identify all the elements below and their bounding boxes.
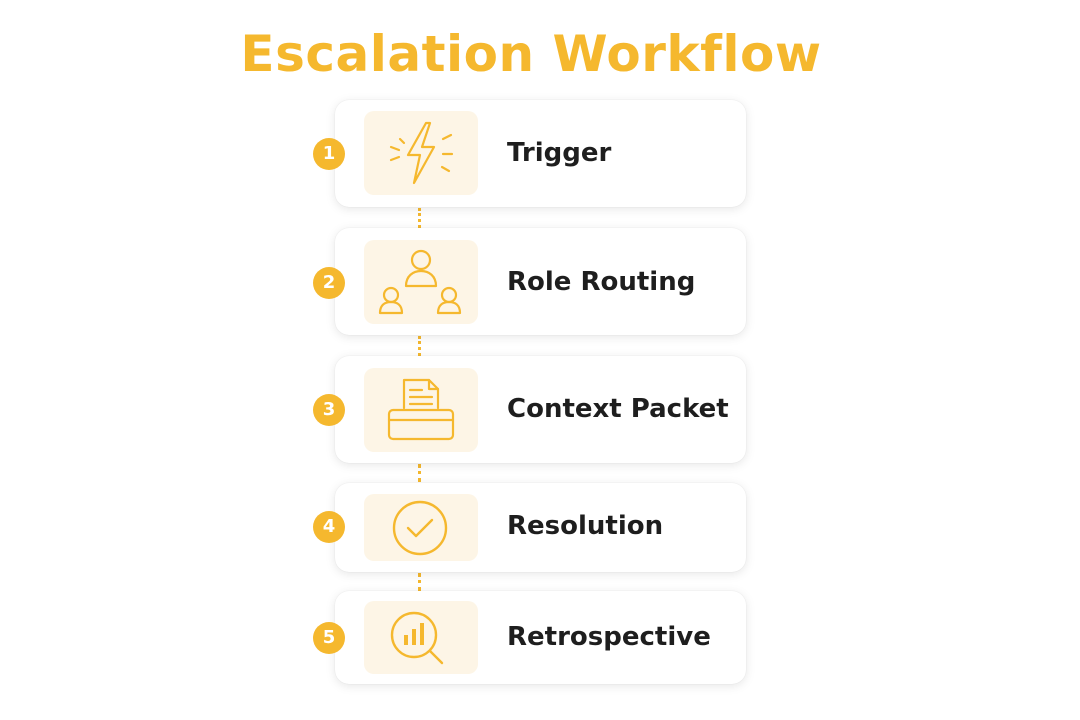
icon-tile bbox=[364, 601, 478, 674]
step-label: Trigger bbox=[507, 138, 612, 168]
step-number-badge: 5 bbox=[313, 622, 345, 654]
icon-tile bbox=[364, 240, 478, 324]
step-connector bbox=[418, 573, 421, 591]
icon-tile bbox=[364, 368, 478, 452]
icon-tile bbox=[364, 494, 478, 561]
step-label: Retrospective bbox=[507, 622, 711, 652]
step-connector bbox=[418, 336, 421, 356]
step-label: Resolution bbox=[507, 511, 664, 541]
step-number-badge: 1 bbox=[313, 138, 345, 170]
magnifier-chart-icon bbox=[390, 611, 444, 665]
page-title: Escalation Workflow bbox=[240, 25, 822, 83]
people-group-icon bbox=[378, 249, 462, 315]
lightning-bolt-icon bbox=[389, 121, 454, 185]
step-label: Role Routing bbox=[507, 267, 696, 297]
step-connector bbox=[418, 464, 421, 482]
step-number-badge: 2 bbox=[313, 267, 345, 299]
workflow-step-trigger: 1 Trigger bbox=[313, 100, 746, 207]
step-number-badge: 4 bbox=[313, 511, 345, 543]
workflow-step-resolution: 4 Resolution bbox=[313, 483, 746, 572]
step-label: Context Packet bbox=[507, 394, 729, 424]
workflow-step-retrospective: 5 Retrospective bbox=[313, 591, 746, 684]
icon-tile bbox=[364, 111, 478, 195]
workflow-step-context-packet: 3 Context Packet bbox=[313, 356, 746, 463]
document-tray-icon bbox=[387, 378, 455, 441]
step-connector bbox=[418, 208, 421, 228]
check-circle-icon bbox=[392, 500, 448, 556]
workflow-step-role-routing: 2 Role Routing bbox=[313, 228, 746, 335]
step-number-badge: 3 bbox=[313, 394, 345, 426]
